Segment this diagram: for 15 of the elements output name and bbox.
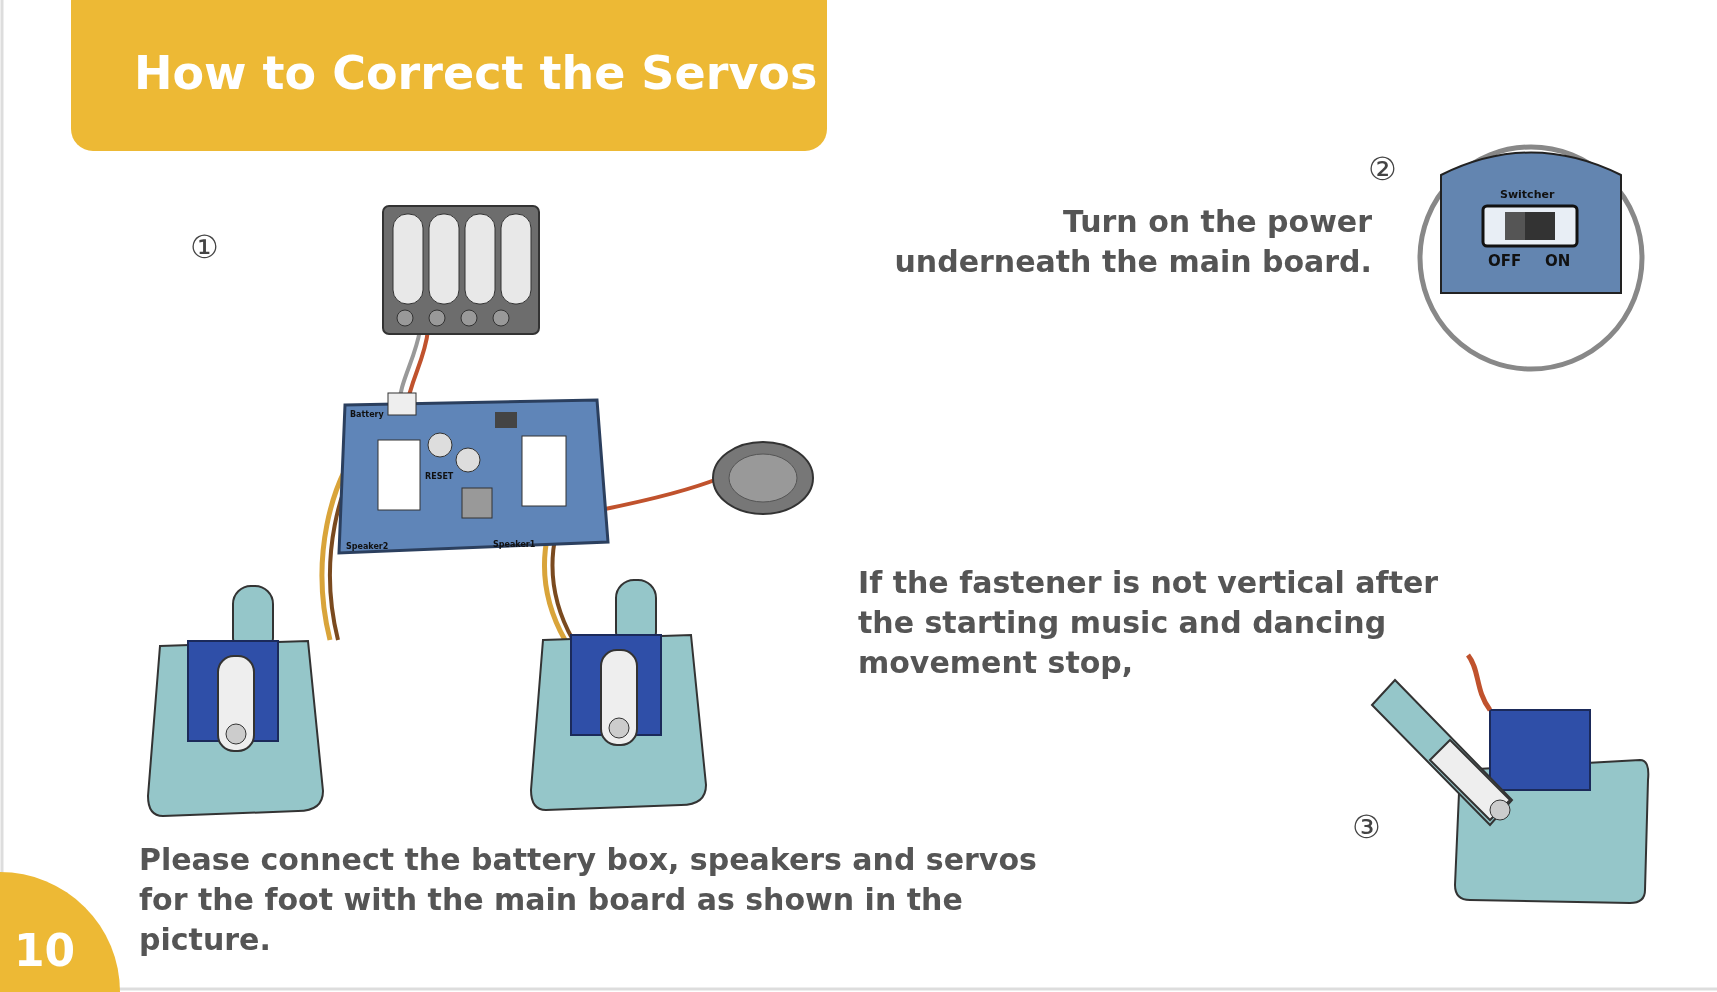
- switch-label: ON: [1545, 252, 1571, 270]
- board-label: RESET: [425, 472, 454, 481]
- board-label: Battery: [350, 410, 384, 419]
- board-label: Speaker2: [346, 542, 389, 551]
- instruction-text: Turn on the power underneath the main board.: [893, 203, 1372, 281]
- switch-label: Switcher: [1500, 188, 1555, 201]
- instruction-text: If the fastener is not vertical after the starting music and dancing movement stop,: [858, 564, 1440, 682]
- instruction-text: Please connect the battery box, speakers and servos for the foot with the main board as shown in the picture.: [139, 841, 1038, 959]
- step-number: ①: [190, 228, 219, 266]
- page-number: 10: [14, 925, 76, 976]
- step-number: ③: [1352, 808, 1381, 846]
- switch-label: OFF: [1488, 252, 1522, 270]
- board-label: Speaker1: [493, 540, 536, 549]
- page-title: How to Correct the Servos: [134, 46, 818, 100]
- step-number: ②: [1368, 150, 1397, 188]
